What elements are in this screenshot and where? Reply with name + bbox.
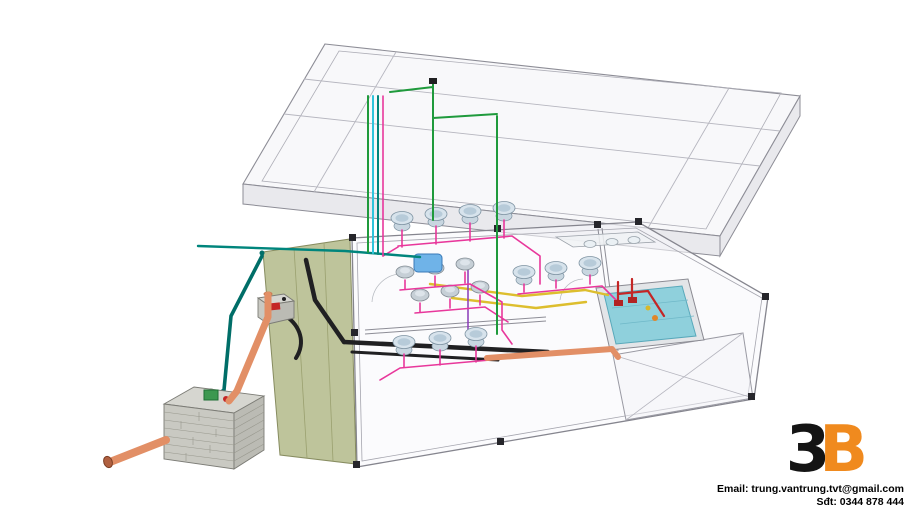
blue-cistern	[413, 253, 443, 273]
sewer-pipe-orange-external	[103, 291, 273, 469]
water-tank	[595, 278, 705, 351]
toilet-fixture	[464, 327, 488, 348]
door-swing-arc	[371, 273, 401, 303]
roof-slab	[242, 43, 801, 258]
tank-valve-box	[203, 389, 219, 401]
waste-pipes-pink	[379, 219, 617, 381]
toilet-fixture	[392, 335, 416, 356]
building-floor	[262, 218, 769, 468]
sewer-main-orange	[484, 346, 621, 361]
toilet-fixture	[390, 211, 414, 232]
contact-email: Email: trung.vantrung.tvt@gmail.com	[716, 482, 904, 495]
vent-risers	[367, 78, 498, 335]
squat-pan	[455, 257, 475, 271]
sanitary-fixtures	[390, 201, 641, 356]
toilet-fixture	[428, 331, 452, 352]
contact-info: Email: trung.vantrung.tvt@gmail.com Sđt:…	[717, 483, 904, 510]
branding-block: 3 B Email: trung.vantrung.tvt@gmail.com …	[717, 412, 904, 510]
sink-fixture	[627, 236, 641, 244]
septic-tank	[162, 386, 266, 470]
pipe-open-end	[103, 455, 113, 469]
squat-pan	[395, 265, 415, 279]
pump-pipes-red	[614, 277, 666, 321]
toilet-fixture	[544, 261, 568, 282]
logo-3b: 3 B	[717, 412, 868, 487]
toilet-fixture	[424, 207, 448, 228]
contact-phone: Sđt: 0344 878 444	[816, 496, 904, 509]
vent-cap	[429, 78, 437, 84]
toilet-fixture	[578, 256, 602, 277]
door-swing-arc	[559, 278, 584, 301]
logo-glyph-b: B	[819, 412, 868, 487]
squat-pan	[470, 280, 490, 294]
logo-glyph-3: 3	[785, 412, 830, 487]
toilet-fixture	[512, 265, 536, 286]
sink-fixture	[605, 238, 619, 246]
sink-fixture	[583, 240, 597, 248]
lavatory-counter	[554, 231, 657, 248]
toilet-fixture	[458, 204, 482, 225]
squat-pan	[410, 288, 430, 302]
